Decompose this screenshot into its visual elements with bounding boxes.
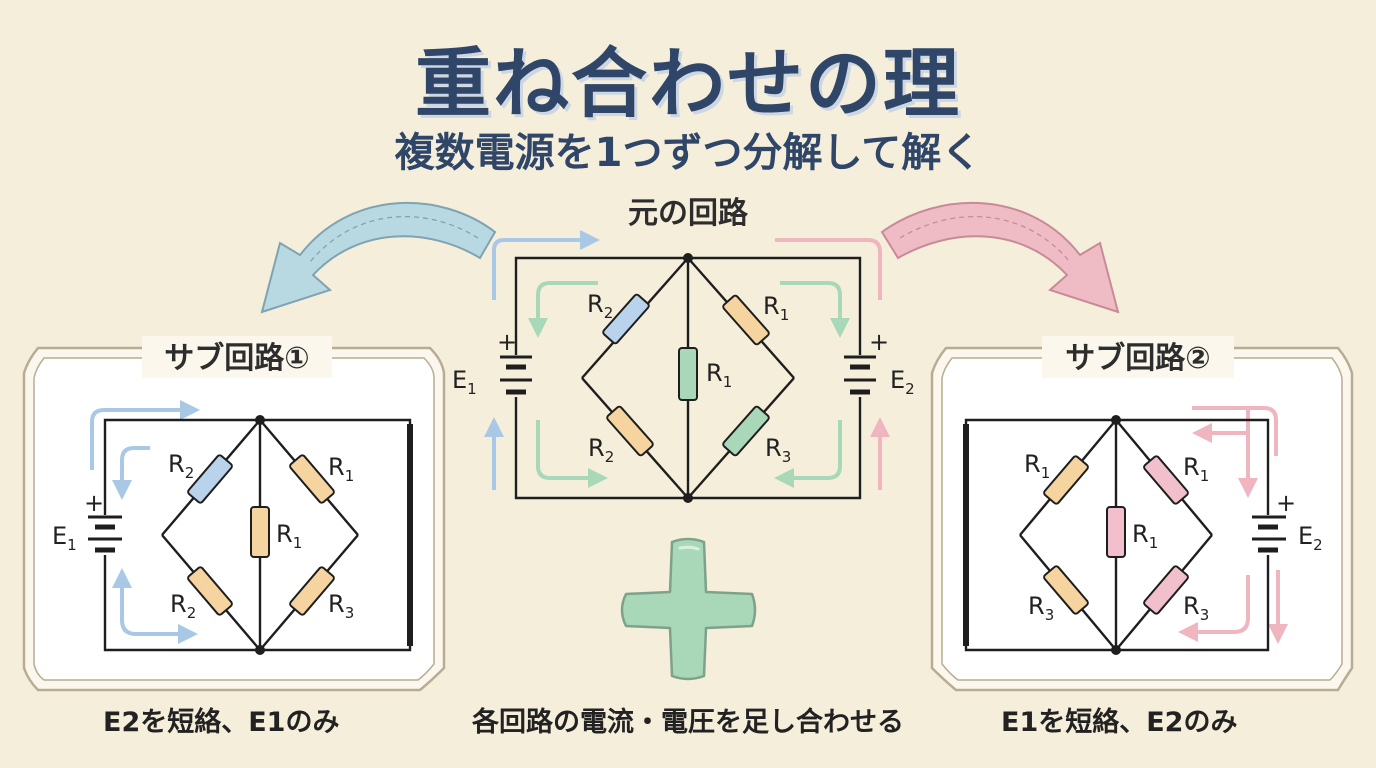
resistor-upper-left — [602, 293, 650, 345]
source-label-e1: E — [52, 522, 67, 550]
curved-arrow-right-icon — [880, 201, 1120, 314]
sub-circuit-1-heading: サブ回路① — [164, 341, 309, 376]
svg-text:E1: E1 — [52, 522, 77, 554]
superposition-caption: 各回路の電流・電圧を足し合わせる — [472, 707, 904, 738]
original-circuit-heading: 元の回路 — [628, 196, 749, 231]
resistor-lower-left — [1043, 565, 1089, 615]
label-middle: R1 — [706, 359, 732, 391]
resistor-middle — [250, 506, 270, 558]
blue-current-arrow — [112, 446, 150, 500]
label-upper-left: R1 — [1024, 450, 1050, 482]
pink-current-arrow — [1192, 406, 1278, 456]
label-lower-right: R3 — [765, 434, 791, 466]
sub-circuit-2-caption: E1を短絡、E2のみ — [1001, 707, 1238, 738]
sub-circuit-1-caption: E2を短絡、E1のみ — [103, 707, 340, 738]
pink-current-arrow — [775, 238, 882, 300]
label-lower-right: R3 — [1183, 592, 1209, 624]
resistor-lower-right — [722, 405, 770, 457]
green-current-arrow — [536, 420, 608, 488]
label-lower-left: R3 — [1028, 592, 1054, 624]
source-subscript: 2 — [905, 380, 915, 398]
label-upper-right: R1 — [1183, 453, 1209, 485]
label-middle: R1 — [276, 520, 302, 552]
plus-label: + — [869, 328, 889, 356]
resistor-lower-left — [187, 566, 233, 616]
green-current-arrow — [780, 281, 850, 338]
source-subscript: 1 — [67, 536, 77, 554]
original-circuit: 元の回路 + E1 — [452, 196, 915, 503]
plus-icon — [620, 537, 757, 681]
plus-label: + — [84, 489, 104, 517]
source-label-e2: E — [890, 366, 905, 394]
resistor-upper-right — [1143, 455, 1189, 505]
pink-current-arrow — [1178, 575, 1250, 642]
resistor-middle — [1106, 506, 1126, 558]
green-current-arrow — [774, 420, 842, 488]
page-title: 重ね合わせの理 — [415, 39, 961, 128]
battery-e2: + E2 — [1252, 489, 1323, 554]
source-subscript: 1 — [467, 380, 477, 398]
battery-e2: + E2 — [844, 328, 915, 398]
blue-current-arrow — [90, 400, 200, 470]
sub-circuit-2-heading: サブ回路② — [1065, 341, 1210, 376]
plus-label: + — [497, 328, 517, 356]
resistor-lower-left — [606, 405, 654, 457]
source-subscript: 2 — [1313, 536, 1323, 554]
plus-label: + — [1276, 489, 1296, 517]
resistor-upper-right — [289, 454, 335, 504]
green-current-arrow — [528, 281, 598, 338]
label-upper-right: R1 — [763, 292, 789, 324]
svg-text:E2: E2 — [890, 366, 915, 398]
resistor-upper-right — [722, 294, 770, 346]
label-upper-left: R2 — [587, 290, 613, 322]
blue-current-arrow — [112, 568, 198, 644]
label-upper-right: R1 — [328, 453, 354, 485]
source-label-e2: E — [1298, 522, 1313, 550]
source-label-e1: E — [452, 366, 467, 394]
resistor-lower-right — [1143, 565, 1189, 615]
svg-text:E1: E1 — [452, 366, 477, 398]
page-subtitle: 複数電源を1つずつ分解して解く — [394, 130, 982, 176]
resistor-upper-left — [1043, 455, 1089, 505]
label-lower-left: R2 — [588, 434, 614, 466]
label-lower-left: R2 — [170, 590, 196, 622]
label-lower-right: R3 — [328, 590, 354, 622]
svg-text:E2: E2 — [1298, 522, 1323, 554]
battery-e1: + E1 — [452, 328, 532, 398]
curved-arrow-left-icon — [260, 201, 497, 314]
label-upper-left: R2 — [168, 450, 194, 482]
blue-current-arrow — [492, 230, 600, 300]
resistor-upper-left — [187, 454, 233, 504]
resistor-middle — [678, 347, 698, 401]
label-middle: R1 — [1132, 520, 1158, 552]
battery-e1: + E1 — [52, 489, 122, 554]
sub-circuit-2-panel: サブ回路② + E2 R1 R3 R1 R1 — [930, 336, 1354, 692]
resistor-lower-right — [289, 566, 335, 616]
sub-circuit-1-panel: サブ回路① + E1 R2 R2 R1 R1 R3 — [22, 336, 446, 692]
